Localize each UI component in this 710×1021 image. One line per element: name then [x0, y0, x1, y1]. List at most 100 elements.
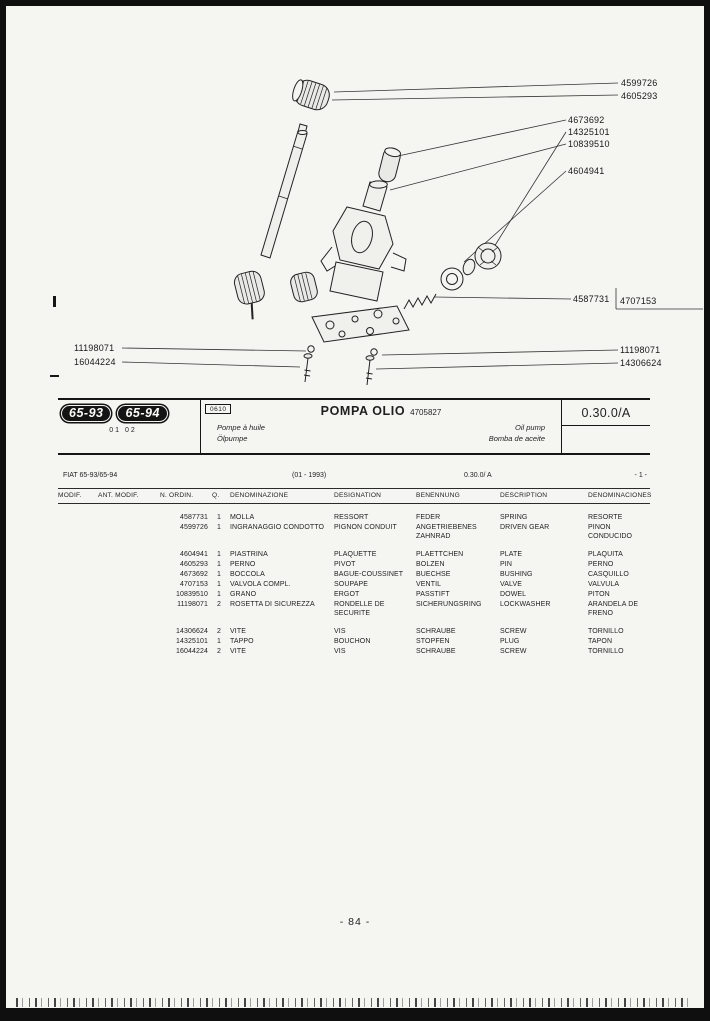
part-callout: 4604941	[568, 166, 605, 176]
parts-table: MODIF. ANT. MODIF. N. ORDIN. Q. DENOMINA…	[58, 489, 651, 657]
name-de-cell: PLAETTCHEN	[416, 551, 464, 558]
table-group: 14306624 2 VITE VIS SCHRAUBE SCREW TORNI…	[58, 627, 650, 656]
name-en-cell: BUSHING	[500, 571, 533, 578]
name-es-cell: PERNO	[588, 561, 614, 568]
name-fr-cell: BOUCHON	[334, 638, 371, 645]
name-fr-cell: SOUPAPE	[334, 581, 369, 588]
name-en-cell: DRIVEN GEAR	[500, 524, 550, 531]
model-badge: 65-93	[61, 405, 112, 422]
name-de-cell: SCHRAUBE	[416, 648, 456, 655]
qty-cell: 2	[217, 601, 221, 608]
valve-assembly-part	[403, 242, 502, 310]
subtitle-en-es: Oil pump Bomba de aceite	[488, 423, 545, 443]
col-n-ordin: N. ORDIN.	[160, 492, 194, 499]
screw-parts	[303, 353, 375, 386]
section-ref: 0.30.0/ A	[464, 472, 492, 479]
table-row: 4605293 1 PERNO PIVOT BOLZEN PIN PERNO	[58, 560, 650, 569]
name-es-cell: RESORTE	[588, 514, 623, 521]
col-ant-modif: ANT. MODIF.	[98, 492, 139, 499]
cover-plate-part	[311, 305, 410, 343]
sheet-ref: - 1 -	[634, 472, 647, 479]
name-en-cell: PLATE	[500, 551, 523, 558]
exploded-diagram	[121, 79, 703, 386]
part-number-cell: 11198071	[177, 601, 208, 608]
table-group: 4587731 1 MOLLA RESSORT FEDER SPRING RES…	[58, 513, 650, 541]
name-es-cell: PLAQUITA	[588, 551, 623, 558]
name-fr-cell: PIGNON CONDUIT	[334, 524, 397, 531]
table-row: 4599726 1 INGRANAGGIO CONDOTTO PIGNON CO…	[58, 523, 650, 541]
name-de-cell: ANGETRIEBENES ZAHNRAD	[416, 524, 477, 540]
qty-cell: 1	[217, 561, 221, 568]
model-codes: 01 02	[109, 427, 137, 434]
qty-cell: 2	[217, 648, 221, 655]
name-en-cell: SPRING	[500, 514, 528, 521]
name-en-cell: SCREW	[500, 648, 527, 655]
part-number-cell: 4605293	[180, 561, 208, 568]
name-it-cell: VITE	[230, 628, 246, 635]
table-row: 4673692 1 BOCCOLA BAGUE-COUSSINET BUECHS…	[58, 570, 650, 579]
table-row: 4587731 1 MOLLA RESSORT FEDER SPRING RES…	[58, 513, 650, 522]
name-fr-cell: PLAQUETTE	[334, 551, 377, 558]
scan-artifact	[50, 375, 59, 377]
name-it-cell: INGRANAGGIO CONDOTTO	[230, 524, 325, 531]
name-es-cell: TORNILLO	[588, 628, 624, 635]
name-de-cell: VENTIL	[416, 581, 442, 588]
part-callout: 14325101	[568, 127, 610, 137]
name-de-cell: SCHRAUBE	[416, 628, 456, 635]
table-row: 14325101 1 TAPPO BOUCHON STOPFEN PLUG TA…	[58, 637, 650, 646]
part-number-cell: 4673692	[180, 571, 208, 578]
part-number-cell: 16044224	[176, 648, 208, 655]
name-de-cell: BUECHSE	[416, 571, 451, 578]
name-fr-cell: RONDELLE DE SECURITE	[334, 601, 385, 617]
part-number-cell: 4707153	[180, 581, 208, 588]
qty-cell: 1	[217, 581, 221, 588]
part-callout: 16044224	[74, 357, 116, 367]
name-fr-cell: ERGOT	[334, 591, 360, 598]
part-callout: 11198071	[620, 345, 661, 355]
section-code-cell: 0.30.0/A	[562, 400, 650, 453]
name-it-cell: BOCCOLA	[230, 571, 265, 578]
name-en-cell: SCREW	[500, 628, 527, 635]
col-denominaciones: DENOMINACIONES	[588, 492, 652, 499]
part-callout: 11198071	[74, 343, 115, 353]
name-fr-cell: PIVOT	[334, 561, 356, 568]
qty-cell: 1	[217, 591, 221, 598]
page-title: POMPA OLIO	[320, 404, 406, 418]
qty-cell: 1	[217, 514, 221, 521]
callout-lines	[121, 82, 703, 370]
name-es-cell: PITON	[588, 591, 610, 598]
part-number-cell: 4604941	[180, 551, 208, 558]
scan-noise	[16, 998, 694, 1007]
name-it-cell: PERNO	[230, 561, 256, 568]
part-number-cell: 14306624	[176, 628, 208, 635]
name-de-cell: STOPFEN	[416, 638, 450, 645]
name-es-cell: TORNILLO	[588, 648, 624, 655]
name-it-cell: PIASTRINA	[230, 551, 268, 558]
name-it-cell: VALVOLA COMPL.	[230, 581, 291, 588]
table-group: 4604941 1 PIASTRINA PLAQUETTE PLAETTCHEN…	[58, 550, 650, 618]
name-de-cell: BOLZEN	[416, 561, 445, 568]
lockwasher-parts	[307, 345, 378, 356]
part-callout: 4587731	[573, 294, 610, 304]
table-header-row: MODIF. ANT. MODIF. N. ORDIN. Q. DENOMINA…	[58, 489, 651, 504]
part-callout: 4707153	[620, 296, 657, 306]
name-de-cell: PASSTIFT	[416, 591, 450, 598]
name-fr-cell: VIS	[334, 648, 346, 655]
part-callout: 14306624	[620, 358, 662, 368]
part-number-cell: 4587731	[180, 514, 208, 521]
col-modif: MODIF.	[58, 492, 82, 499]
table-row: 14306624 2 VITE VIS SCHRAUBE SCREW TORNI…	[58, 627, 650, 636]
qty-cell: 1	[217, 524, 221, 531]
name-it-cell: MOLLA	[230, 514, 255, 521]
name-es-cell: PINON CONDUCIDO	[588, 524, 633, 540]
model-badges-cell: 65-93 65-94 01 02	[58, 400, 200, 453]
section-code: 0.30.0/A	[562, 400, 650, 426]
name-es-cell: CASQUILLO	[588, 571, 629, 578]
col-denominazione: DENOMINAZIONE	[230, 492, 289, 499]
part-number-cell: 10839510	[176, 591, 208, 598]
model-badge: 65-94	[117, 405, 168, 422]
subtitle-fr-de: Pompe à huile Ölpumpe	[217, 423, 265, 443]
name-it-cell: VITE	[230, 648, 246, 655]
part-number-cell: 4599726	[180, 524, 208, 531]
